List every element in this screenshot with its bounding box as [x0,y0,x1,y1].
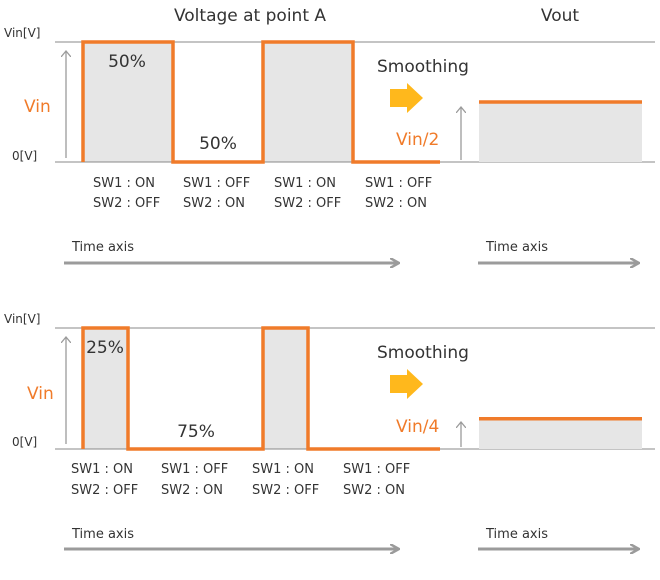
time-axis-label: Time axis [71,527,134,542]
state-sw1: SW1 : ON [274,176,336,191]
state-sw1: SW1 : OFF [343,462,410,477]
low-duty-percent: 75% [177,422,215,442]
state-sw1: SW1 : ON [252,462,314,477]
high-segment-fill [263,328,308,449]
vin-top-label: Vin[V] [4,312,40,326]
title-voltage-point-a: Voltage at point A [174,6,326,26]
state-sw2: SW2 : OFF [274,196,341,211]
state-sw1: SW1 : OFF [161,462,228,477]
time-axis-label: Time axis [71,240,134,255]
state-sw1: SW1 : OFF [183,176,250,191]
state-sw2: SW2 : ON [183,196,245,211]
panel-duty-50: Vin[V] 0[V] Vin 50% 50% SW1 : ON SW2 : O… [4,26,655,263]
state-sw2: SW2 : ON [161,483,223,498]
state-sw2: SW2 : OFF [71,483,138,498]
switch-states: SW1 : ON SW2 : OFF SW1 : OFF SW2 : ON SW… [71,462,410,498]
waveform-line [81,326,440,451]
state-sw2: SW2 : OFF [93,196,160,211]
title-vout: Vout [541,6,579,26]
high-segment-fill [83,42,173,162]
smoothing-arrow-icon [390,369,423,399]
smoothing-arrow-icon [390,83,423,113]
vout-time-axis-label: Time axis [485,527,548,542]
waveform-line [81,40,440,164]
zero-label: 0[V] [12,435,37,449]
state-sw2: SW2 : ON [365,196,427,211]
panel-duty-25: Vin[V] 0[V] Vin 25% 75% SW1 : ON SW2 : O… [4,312,655,549]
switch-states: SW1 : ON SW2 : OFF SW1 : OFF SW2 : ON SW… [93,176,432,211]
high-duty-percent: 50% [108,52,146,72]
vin-label: Vin [27,384,54,404]
low-duty-percent: 50% [199,134,237,154]
vin-label: Vin [24,97,51,117]
state-sw1: SW1 : OFF [365,176,432,191]
high-segment-fill [83,328,128,449]
vout-fill [479,418,642,449]
waveform-fills [83,42,353,162]
smoothing-label: Smoothing [377,57,469,77]
vout-fill [479,102,642,162]
smoothing-label: Smoothing [377,343,469,363]
state-sw1: SW1 : ON [71,462,133,477]
vout-value-label: Vin/4 [396,417,439,437]
vin-top-label: Vin[V] [4,26,40,40]
zero-label: 0[V] [12,149,37,163]
state-sw2: SW2 : ON [343,483,405,498]
vout-value-label: Vin/2 [396,130,439,150]
state-sw2: SW2 : OFF [252,483,319,498]
vout-time-axis-label: Time axis [485,240,548,255]
high-segment-fill [263,42,353,162]
state-sw1: SW1 : ON [93,176,155,191]
high-duty-percent: 25% [86,338,124,358]
waveform-fills [83,328,308,449]
